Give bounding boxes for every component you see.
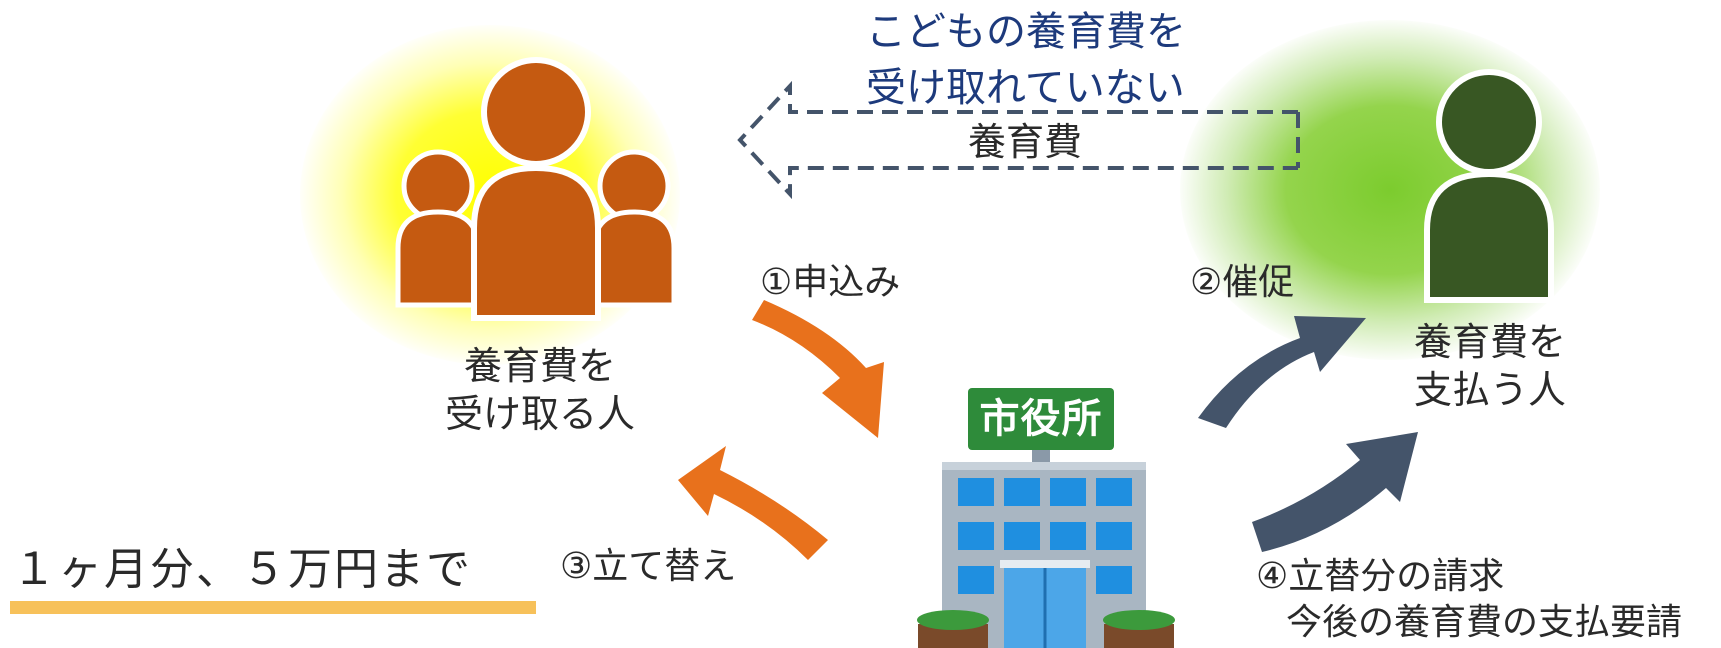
arrow-step3-icon [678, 446, 828, 560]
payer-person-icon [1424, 69, 1554, 303]
limit-note: １ヶ月分、５万円まで [12, 544, 472, 595]
step4-label-line1: ④立替分の請求 [1256, 556, 1505, 597]
step4-label: ④立替分の請求 今後の養育費の支払要請 [1256, 554, 1682, 646]
receiver-label-line2: 受け取る人 [444, 392, 635, 436]
city-hall-sign-text: 市役所 [979, 396, 1103, 442]
step1-label: ①申込み [760, 262, 901, 303]
child-left-icon [395, 149, 481, 308]
dashed-arrow-label: 養育費 [968, 120, 1083, 164]
arrow-step1-icon [752, 300, 884, 438]
payer-label-line2: 支払う人 [1413, 368, 1566, 412]
limit-note-underline [10, 601, 536, 614]
step4-label-line2: 今後の養育費の支払要請 [1286, 602, 1683, 643]
windows-icon [958, 478, 1132, 594]
planter-left-icon [917, 610, 989, 648]
payer-label-line1: 養育費を [1413, 320, 1566, 364]
payer-label: 養育費を 支払う人 [1390, 318, 1590, 414]
planter-right-icon [1103, 610, 1175, 648]
receiver-family-icon [395, 57, 677, 321]
dashed-arrow-icon [737, 80, 1300, 200]
receiver-label-line1: 養育費を [463, 344, 616, 388]
step2-label: ②催促 [1190, 262, 1295, 303]
receiver-label: 養育費を 受け取る人 [420, 342, 660, 438]
top-note: こどもの養育費を 受け取れていない [866, 4, 1186, 116]
adult-icon [471, 57, 601, 321]
city-hall-building-icon [917, 388, 1175, 648]
top-note-line1: こどもの養育費を [866, 9, 1186, 55]
arrow-step2-icon [1198, 316, 1366, 428]
top-note-line2: 受け取れていない [866, 65, 1185, 111]
step3-label: ③立て替え [560, 546, 737, 587]
child-right-icon [591, 149, 677, 308]
arrow-step4-icon [1252, 432, 1418, 552]
